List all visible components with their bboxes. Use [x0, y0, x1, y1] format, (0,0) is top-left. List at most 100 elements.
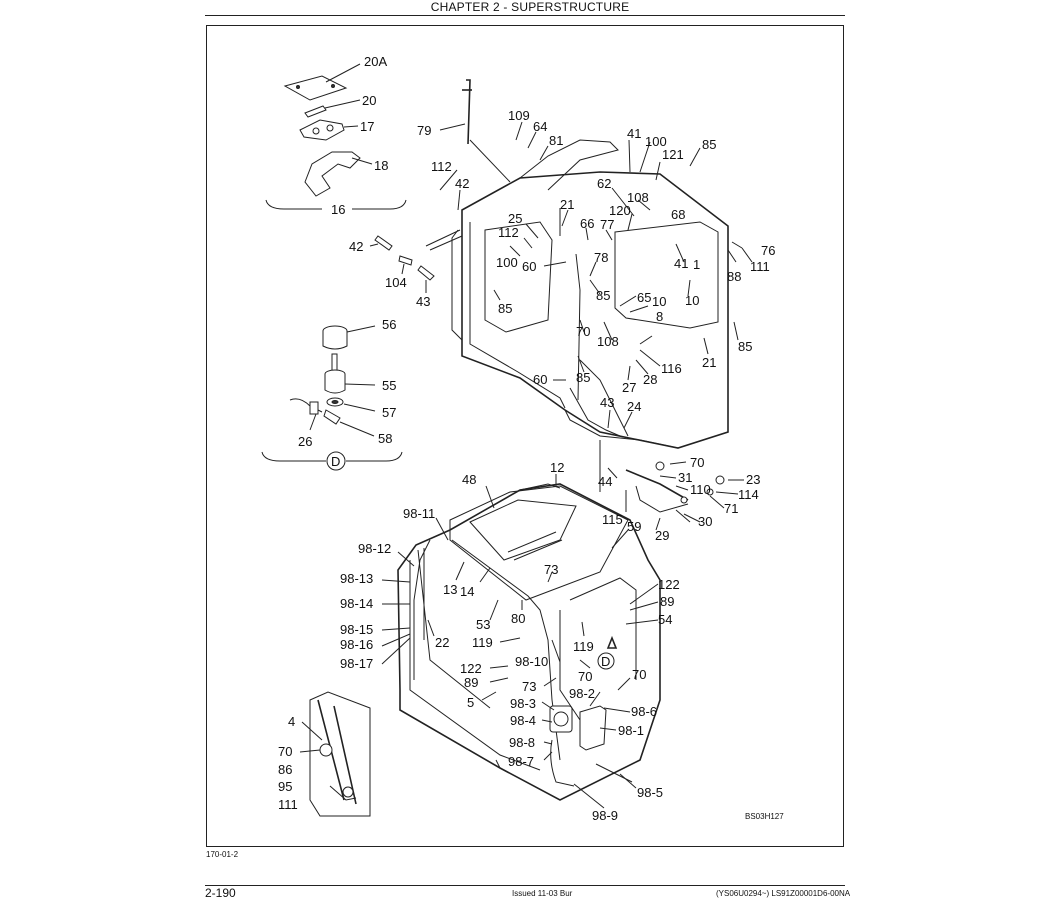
- door-seal: [413, 539, 431, 680]
- callout: 95: [278, 779, 292, 794]
- callout: 41: [627, 126, 641, 141]
- callout: 119: [472, 635, 493, 650]
- callout: 43: [416, 294, 430, 309]
- callout: 42: [455, 176, 469, 191]
- callout: 65: [637, 290, 651, 305]
- callout: 121: [662, 147, 684, 162]
- callout: 41: [674, 256, 688, 271]
- callout: 122: [658, 577, 680, 592]
- leader-lines: [299, 121, 753, 809]
- callout-arrow-d: D: [601, 654, 610, 669]
- callout: 59: [627, 519, 641, 534]
- callout: 78: [594, 250, 608, 265]
- callout: 100: [496, 255, 518, 270]
- callout: 111: [278, 797, 298, 812]
- callout: 10: [685, 293, 699, 308]
- callout: 42: [349, 239, 363, 254]
- callout: 22: [435, 635, 449, 650]
- callout: 115: [602, 512, 623, 527]
- bracket-16: [265, 199, 407, 210]
- callout: 73: [544, 562, 558, 577]
- callout: 98-5: [637, 785, 663, 800]
- pin-parts: [369, 235, 435, 293]
- callout: 98-11: [403, 506, 435, 521]
- callouts-lower: 12 48 70 31 110 23 114 71 30 44 115 59 2…: [278, 455, 760, 823]
- callout: 76: [761, 243, 775, 258]
- callout: 98-15: [340, 622, 373, 637]
- callout: 108: [597, 334, 619, 349]
- callout: 70: [576, 324, 590, 339]
- callout: 98-3: [510, 696, 536, 711]
- callout: 73: [522, 679, 536, 694]
- callout: 58: [378, 431, 392, 446]
- callout: 30: [698, 514, 712, 529]
- callout: 98-9: [592, 808, 618, 823]
- callout: 81: [549, 133, 563, 148]
- callout: 21: [560, 197, 574, 212]
- callout: 60: [522, 259, 536, 274]
- callout: 44: [598, 474, 612, 489]
- callout: 98-1: [618, 723, 644, 738]
- callout: 66: [580, 216, 594, 231]
- callout: 98-7: [508, 754, 534, 769]
- callout: 88: [727, 269, 741, 284]
- callout: 80: [511, 611, 525, 626]
- handle-rod: [625, 461, 725, 523]
- callout: 89: [660, 594, 674, 609]
- lock-assembly: [549, 705, 633, 787]
- callout: 1: [693, 257, 700, 272]
- callout: 70: [690, 455, 704, 470]
- callout: 29: [655, 528, 669, 543]
- callout: 12: [550, 460, 564, 475]
- callout: 112: [431, 159, 452, 174]
- chapter-title: CHAPTER 2 - SUPERSTRUCTURE: [430, 0, 630, 14]
- callout: 98-13: [340, 571, 373, 586]
- callout: 98-17: [340, 656, 373, 671]
- inset-detail: [309, 691, 371, 817]
- callout: 98-6: [631, 704, 657, 719]
- group-d-marker: [326, 451, 346, 471]
- bracket-d: [261, 451, 403, 462]
- callout: 109: [508, 108, 530, 123]
- callout: 120: [609, 203, 631, 218]
- bracket-part: [299, 119, 359, 141]
- callout: 98-12: [358, 541, 391, 556]
- callout: 71: [724, 501, 738, 516]
- callout: 64: [533, 119, 547, 134]
- callout: 112: [498, 225, 519, 240]
- mount-plate-part: [283, 63, 361, 101]
- callout: 77: [600, 217, 614, 232]
- cab-body-lower: [397, 483, 661, 801]
- callout: 122: [460, 661, 482, 676]
- callout: 25: [508, 211, 522, 226]
- callout: 60: [533, 372, 547, 387]
- callout: 18: [374, 158, 388, 173]
- bolt-part: [304, 99, 361, 118]
- callout: 10: [652, 294, 666, 309]
- wire-harness: [425, 229, 621, 437]
- footer-codes: (YS06U0294~) LS91Z00001D6-00NA: [716, 889, 851, 898]
- callout: 57: [382, 405, 396, 420]
- callout: 54: [658, 612, 672, 627]
- header-rule: [205, 15, 845, 16]
- callout: 70: [278, 744, 292, 759]
- callout: 98-8: [509, 735, 535, 750]
- callout: 13: [443, 582, 457, 597]
- callout: 86: [278, 762, 292, 777]
- callout: 85: [702, 137, 716, 152]
- wiper-part: [439, 79, 511, 183]
- callout: 23: [746, 472, 760, 487]
- callout: 108: [627, 190, 649, 205]
- cab-frame-upper: [451, 139, 729, 492]
- callout: 100: [645, 134, 667, 149]
- callout: 116: [661, 361, 682, 376]
- callout: 119: [573, 639, 594, 654]
- callout: 98-16: [340, 637, 373, 652]
- callout: 98-4: [510, 713, 536, 728]
- callout: 31: [678, 470, 692, 485]
- callout: 5: [467, 695, 474, 710]
- callout: 114: [738, 487, 759, 502]
- callout: 85: [596, 288, 610, 303]
- callout: 4: [288, 714, 295, 729]
